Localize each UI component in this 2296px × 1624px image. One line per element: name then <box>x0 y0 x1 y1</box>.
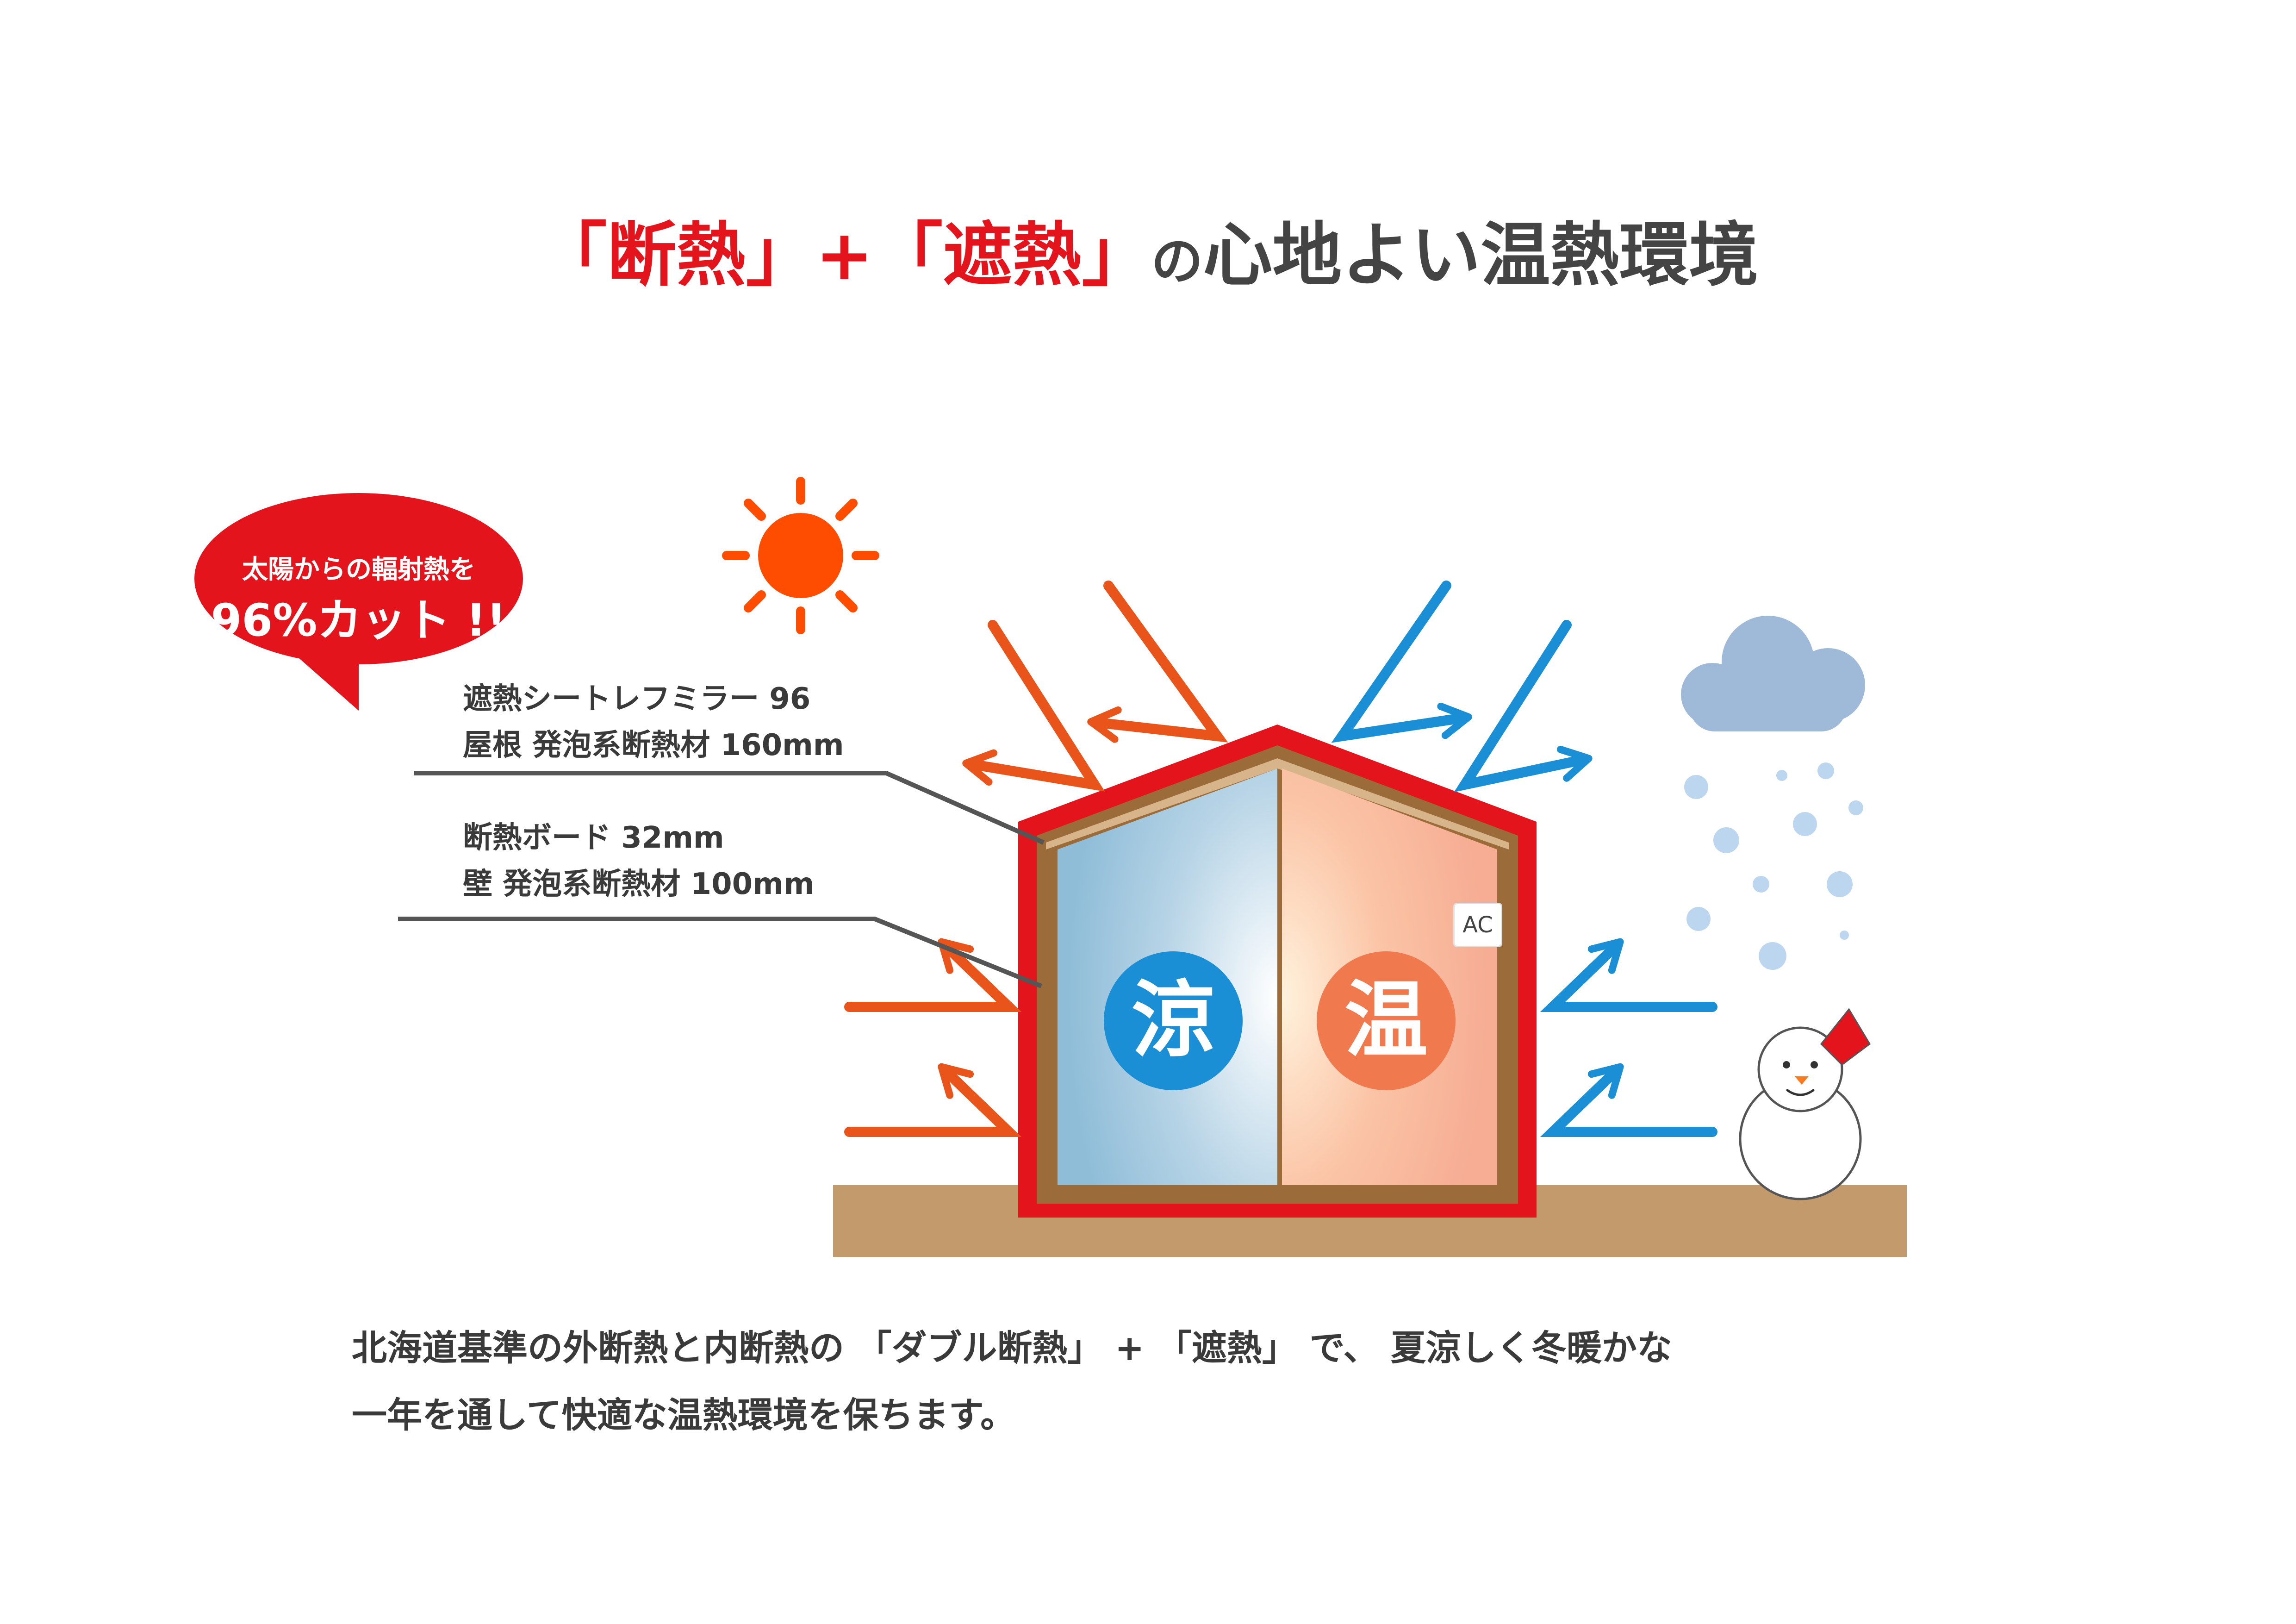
wall-spec: 断熱ボード 32mm 壁 発泡系断熱材 100mm <box>463 815 815 907</box>
description-line2: 一年を通して快適な温熱環境を保ちます。 <box>352 1394 1016 1436</box>
cool-room-label: 涼 <box>1131 972 1215 1069</box>
speech-bubble <box>194 493 523 711</box>
description-line1: 北海道基準の外断熱と内断熱の 「ダブル断熱」 + 「遮熱」 で、 夏涼しく冬暖か… <box>352 1327 1672 1368</box>
roof-spec-line2: 屋根 発泡系断熱材 160mm <box>463 728 844 762</box>
title-open-bracket-2: 「 <box>873 215 943 296</box>
warm-room-badge <box>1317 951 1456 1090</box>
roof-leader-line <box>414 771 1045 845</box>
title-close-bracket-2: 」 <box>1082 215 1151 296</box>
wall-leader-line <box>398 917 1042 988</box>
snowman-icon <box>1739 1008 1871 1200</box>
wall-spec-line1: 断熱ボード 32mm <box>463 821 724 855</box>
reflected-sun-arrows <box>844 581 1228 1137</box>
air-conditioner-label: AC <box>1453 903 1502 947</box>
bubble-text-line1: 太陽からの輻射熱を <box>242 555 475 585</box>
title-close-bracket-1: 」 <box>746 215 815 296</box>
snowflakes <box>1684 762 1863 970</box>
roof-spec-line1: 遮熱シートレフミラー 96 <box>463 682 811 716</box>
sun-icon <box>722 477 879 634</box>
title-plus: + <box>815 215 874 296</box>
cloud-icon <box>1681 616 1865 731</box>
title-rest: 心地よい温熱環境 <box>1203 215 1759 296</box>
title-open-bracket-1: 「 <box>537 215 607 296</box>
page-title: 「断熱」+「遮熱」の心地よい温熱環境 <box>0 199 2296 300</box>
title-insulation: 断熱 <box>607 215 746 296</box>
wall-spec-line2: 壁 発泡系断熱材 100mm <box>463 867 815 901</box>
house-structure <box>1018 725 1537 1218</box>
warm-room-label: 温 <box>1344 972 1428 1069</box>
bubble-text-line2: 96%カット !! <box>211 594 507 646</box>
title-particle: の <box>1151 231 1203 292</box>
title-heat-shield: 遮熱 <box>943 215 1082 296</box>
reflected-cold-arrows <box>1331 581 1717 1137</box>
roof-spec: 遮熱シートレフミラー 96 屋根 発泡系断熱材 160mm <box>463 676 844 768</box>
cool-room-badge <box>1104 951 1243 1090</box>
